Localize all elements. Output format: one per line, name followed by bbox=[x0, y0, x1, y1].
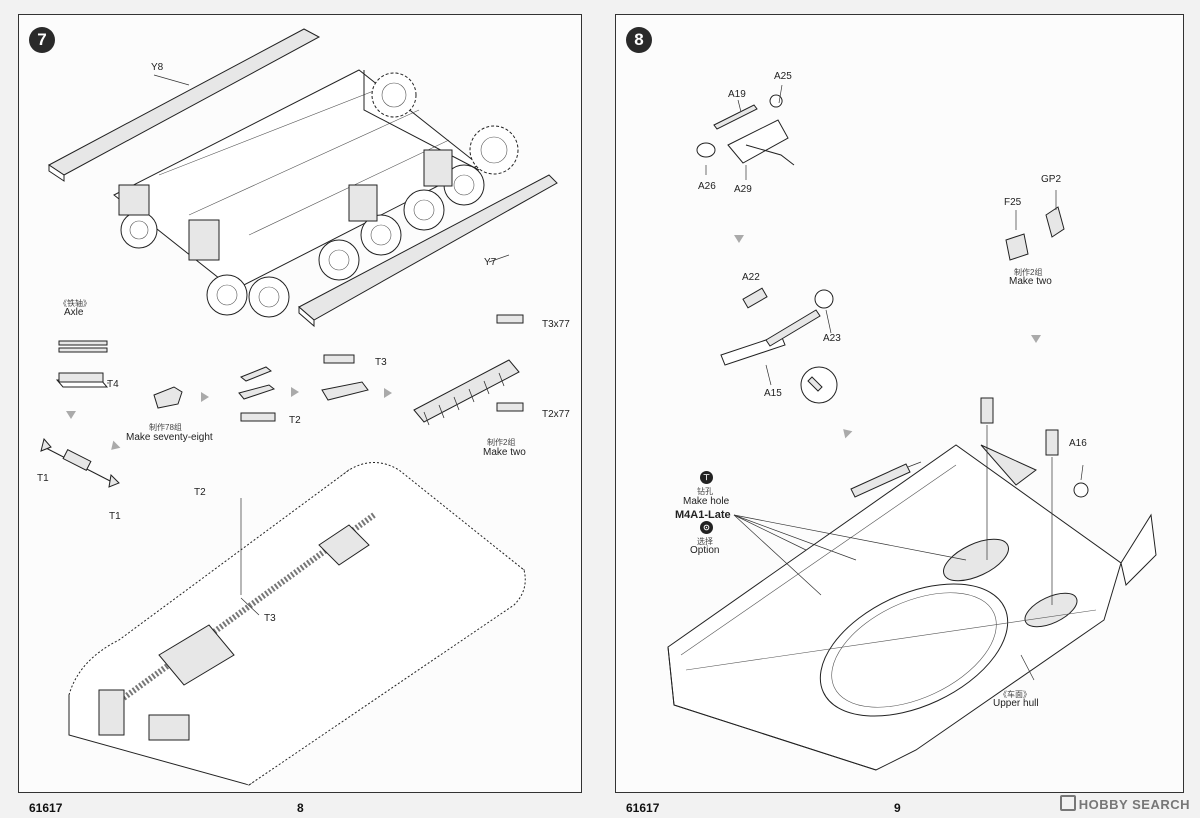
drill-icon: ⊤ bbox=[700, 471, 713, 484]
step-number-badge: 8 bbox=[626, 27, 652, 53]
label-t2x77: T2x77 bbox=[542, 409, 570, 420]
make-seventy-eight-label: Make seventy-eight bbox=[126, 432, 213, 443]
gun-with-ammo bbox=[720, 287, 838, 404]
page-number: 8 bbox=[297, 801, 304, 815]
instruction-page-right: 8 bbox=[615, 14, 1184, 815]
make-two-label: Make two bbox=[483, 447, 526, 458]
page-number: 9 bbox=[894, 801, 901, 815]
label-y8: Y8 bbox=[151, 62, 164, 73]
label-gp2: GP2 bbox=[1041, 174, 1062, 185]
variant-label: M4A1-Late bbox=[675, 509, 731, 521]
tracked-hull bbox=[68, 462, 526, 786]
label-t1-left: T1 bbox=[37, 473, 49, 484]
label-a29: A29 bbox=[734, 184, 752, 195]
label-f25: F25 bbox=[1004, 197, 1022, 208]
make-hole-cn: 钻孔 bbox=[697, 487, 713, 496]
upper-hull-cn: 《车面》 bbox=[999, 690, 1031, 699]
upper-hull-label: Upper hull bbox=[993, 698, 1039, 709]
label-t1-right: T1 bbox=[109, 511, 121, 522]
make-two-cn: 制作2组 bbox=[1014, 268, 1043, 277]
chassis-diagram bbox=[40, 28, 558, 786]
step-number-badge: 7 bbox=[29, 27, 55, 53]
watermark: HOBBY SEARCH bbox=[1059, 795, 1190, 812]
product-code: 61617 bbox=[626, 801, 660, 815]
label-t3-bottom: T3 bbox=[264, 613, 276, 624]
upper-hull-shape bbox=[667, 397, 1157, 771]
label-a16: A16 bbox=[1069, 438, 1087, 449]
hull-diagram bbox=[667, 84, 1157, 771]
machine-gun-parts bbox=[696, 84, 795, 180]
label-a22: A22 bbox=[742, 272, 760, 283]
label-t2: T2 bbox=[289, 415, 301, 426]
make-hole-label: Make hole bbox=[683, 496, 730, 507]
option-label: Option bbox=[690, 545, 720, 556]
make78-cn: 制作78组 bbox=[149, 423, 182, 432]
label-t4: T4 bbox=[107, 379, 119, 390]
make-two-cn: 制作2组 bbox=[487, 438, 516, 447]
make-two-label: Make two bbox=[1009, 276, 1052, 287]
instruction-page-left: 7 bbox=[18, 14, 582, 815]
watermark-text: HOBBY SEARCH bbox=[1078, 797, 1190, 812]
product-code: 61617 bbox=[29, 801, 63, 815]
option-cn: 选择 bbox=[697, 537, 713, 546]
label-y7: Y7 bbox=[484, 257, 497, 268]
label-a19: A19 bbox=[728, 89, 746, 100]
bogie-group bbox=[118, 149, 485, 318]
axle-label: Axle bbox=[64, 307, 84, 318]
label-a15: A15 bbox=[764, 388, 782, 399]
option-icon: ⊙ bbox=[700, 521, 713, 534]
label-a25: A25 bbox=[774, 71, 792, 82]
label-a23: A23 bbox=[823, 333, 841, 344]
label-t2-bottom: T2 bbox=[194, 487, 206, 498]
label-t3x77: T3x77 bbox=[542, 319, 570, 330]
hobby-search-logo-icon bbox=[1059, 795, 1076, 811]
track-link-assembly bbox=[153, 314, 524, 426]
label-a26: A26 bbox=[698, 181, 716, 192]
axle-label-cn: 《铁轴》 bbox=[59, 299, 91, 308]
label-t3: T3 bbox=[375, 357, 387, 368]
